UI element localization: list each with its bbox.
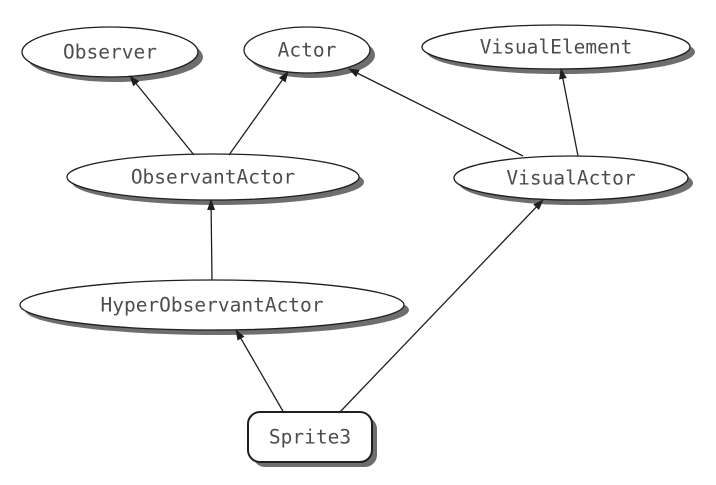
node-sprite3: Sprite3 <box>247 411 377 467</box>
node-visual-element: VisualElement <box>421 24 695 74</box>
node-actor: Actor <box>243 26 375 78</box>
edge-sprite3-to-hyper-observant-actor <box>235 329 285 414</box>
node-label-actor: Actor <box>278 39 337 62</box>
node-observer: Observer <box>21 26 203 82</box>
edge-sprite3-to-visual-actor <box>338 199 544 414</box>
node-label-sprite3: Sprite3 <box>269 426 351 449</box>
node-shape-observer <box>21 26 199 78</box>
node-label-observant-actor: ObservantActor <box>131 166 295 189</box>
node-shape-sprite3 <box>247 411 373 463</box>
edge-visual-actor-to-visual-element <box>558 68 579 157</box>
node-label-observer: Observer <box>63 41 157 64</box>
node-label-visual-actor: VisualActor <box>506 167 635 190</box>
node-hyper-observant-actor: HyperObservantActor <box>19 279 409 335</box>
edge-hyper-observant-actor-to-observant-actor <box>207 199 216 281</box>
node-shape-visual-element <box>421 24 691 70</box>
node-observant-actor: ObservantActor <box>66 153 364 205</box>
node-label-visual-element: VisualElement <box>480 36 633 59</box>
edge-visual-actor-to-actor <box>348 68 524 157</box>
node-visual-actor: VisualActor <box>453 155 693 205</box>
node-shape-visual-actor <box>453 155 689 201</box>
node-label-hyper-observant-actor: HyperObservantActor <box>100 294 323 317</box>
node-shape-actor <box>243 26 371 74</box>
edge-observant-actor-to-observer <box>129 75 195 156</box>
edge-observant-actor-to-actor <box>228 71 289 156</box>
